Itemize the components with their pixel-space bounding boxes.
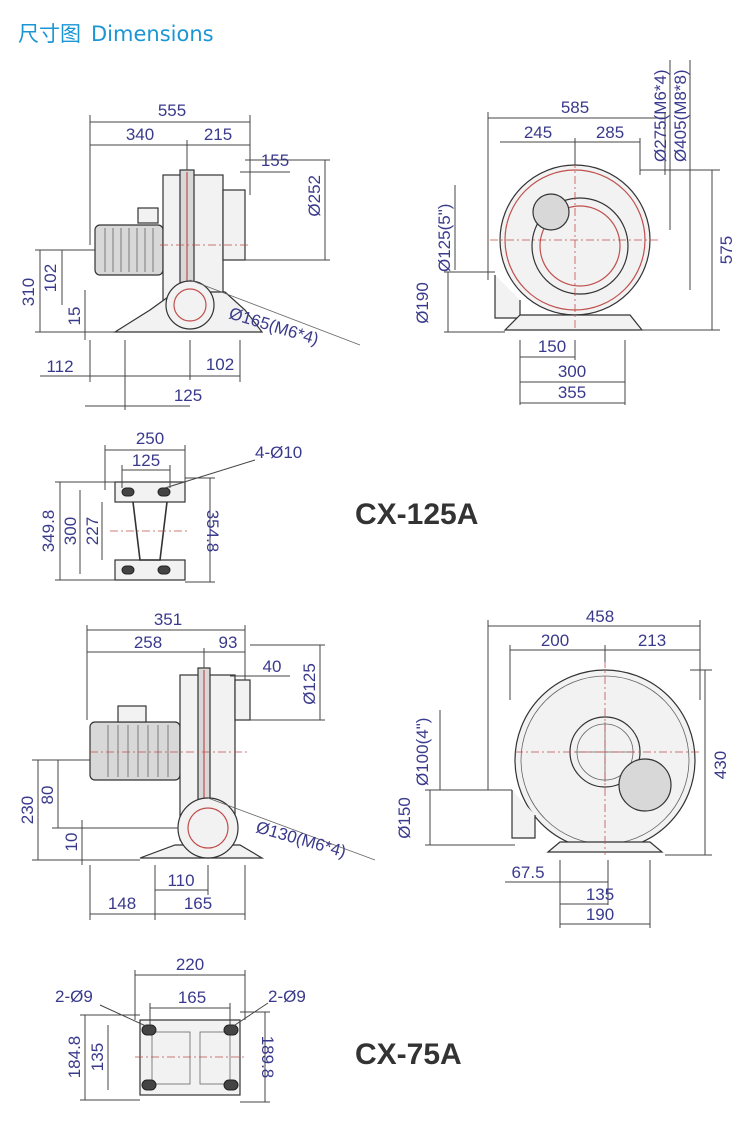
dim-112: 112 [46,357,73,376]
dim-227: 227 [83,517,102,545]
dim-100-inch: Ø100(4") [413,718,432,786]
dim-135-front: 135 [586,885,614,904]
holes-left-2-9: 2-Ø9 [55,987,93,1006]
dim-220: 220 [176,955,204,974]
dim-190: Ø190 [413,282,432,324]
cx75-front-view: 458 200 213 430 Ø100(4") Ø150 67.5 135 1… [395,607,730,928]
dim-184-8: 184.8 [65,1036,84,1079]
dim-110: 110 [167,871,194,890]
dim-258: 258 [134,633,162,652]
model-label-cx75a: CX-75A [355,1038,462,1071]
cx125-side-view: 555 340 215 155 Ø252 310 102 15 112 102 … [19,101,361,410]
dim-575: 575 [717,236,736,264]
cx125-inlet-circle [165,280,215,330]
cx75-outlet-port [618,758,672,812]
dim-458: 458 [586,607,614,626]
dim-102-horizontal: 102 [206,355,234,374]
dim-15: 15 [65,307,84,326]
dim-190-front: 190 [586,905,614,924]
dim-148: 148 [108,894,136,913]
inlet-130: Ø130(M6*4) [254,818,348,862]
dim-189-8: 189.8 [258,1036,277,1079]
dim-300-base: 300 [61,517,80,545]
dim-340: 340 [126,125,154,144]
dim-125-outlet: Ø125 [300,663,319,705]
cx125-junction-box [137,207,159,224]
dim-585: 585 [561,98,589,117]
cx125-outlet-flange [222,189,246,261]
dim-135-base: 135 [88,1043,107,1071]
cx125-front-view: 585 245 285 Ø275(M6*4) Ø405(M8*8) 575 Ø1… [413,60,736,405]
cx75-inlet-circle [177,797,239,859]
holes-4-10: 4-Ø10 [255,443,302,462]
dim-215: 215 [204,125,232,144]
dim-93: 93 [219,633,238,652]
dim-430: 430 [711,751,730,779]
dim-150: 150 [538,337,566,356]
dim-354-8: 354.8 [203,510,222,553]
cx75-junction-box [117,705,147,723]
dim-555: 555 [158,101,186,120]
dim-252: Ø252 [305,175,324,217]
dim-102-vertical: 102 [41,264,60,292]
dim-405: Ø405(M8*8) [671,69,690,162]
dim-80: 80 [38,786,57,805]
cx75-inlet-stub [511,790,536,839]
page-title: 尺寸图 Dimensions [18,18,224,48]
dim-10: 10 [62,833,81,852]
model-label-cx125a: CX-125A [355,498,478,531]
dim-245: 245 [524,123,552,142]
dim-351: 351 [154,610,182,629]
cx75-motor [89,721,181,781]
cx75-base-view: 220 165 2-Ø9 2-Ø9 184.8 135 189.8 [55,955,306,1103]
dim-150-front: Ø150 [395,797,414,839]
title-chinese: 尺寸图 [18,22,81,46]
dim-355: 355 [558,383,586,402]
cx125-outlet-port [532,193,570,231]
title-english: Dimensions [91,22,214,46]
cx125-front-base [503,314,644,331]
dim-300: 300 [558,362,586,381]
cx125-inlet-stub [494,275,521,319]
dim-125-base: 125 [132,451,160,470]
dim-40: 40 [263,657,282,676]
dim-275: Ø275(M6*4) [651,69,670,162]
cx75-outlet-flange [234,679,251,721]
dim-310: 310 [19,278,38,306]
dim-125-inch: Ø125(5") [435,204,454,272]
dim-230: 230 [18,796,37,824]
dim-349-8: 349.8 [39,510,58,553]
dim-155: 155 [261,151,289,170]
dim-285: 285 [596,123,624,142]
cx75-side-view: 351 258 93 40 Ø125 230 80 10 110 148 165… [18,610,376,920]
dim-67-5: 67.5 [511,863,544,882]
holes-right-2-9: 2-Ø9 [268,987,306,1006]
dim-125: 125 [174,386,202,405]
dim-200: 200 [541,631,569,650]
dim-213: 213 [638,631,666,650]
dim-250: 250 [136,429,164,448]
dim-165-base: 165 [178,988,206,1007]
dim-165: 165 [184,894,212,913]
cx125-base-view: 250 125 4-Ø10 349.8 300 227 354.8 [39,429,302,583]
